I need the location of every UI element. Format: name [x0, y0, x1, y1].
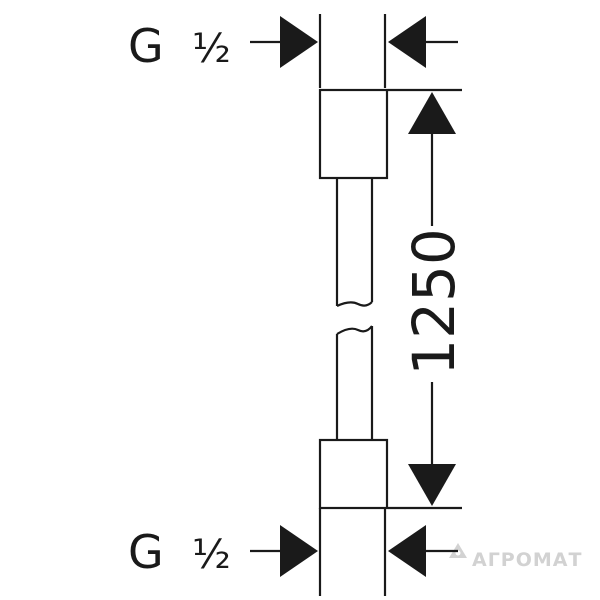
watermark-text: АГРОМАТ	[472, 549, 582, 571]
watermark: АГРОМАТ	[449, 543, 582, 571]
top-width-dimension	[250, 16, 458, 68]
top-fitting	[318, 14, 389, 180]
top-thread-letter: G	[128, 19, 164, 73]
length-value: 1250	[400, 228, 468, 376]
bottom-fitting	[318, 438, 389, 596]
top-right-arrow	[388, 16, 426, 68]
length-arrow-down	[408, 464, 456, 506]
length-arrow-up	[408, 92, 456, 134]
bottom-thread-letter: G	[128, 525, 164, 579]
top-thread-callout: G ½	[128, 19, 231, 73]
bottom-thread-callout: G ½	[128, 525, 231, 579]
top-thread-size: ½	[192, 26, 231, 72]
bottom-width-dimension	[250, 525, 458, 577]
hose-tube	[335, 178, 374, 440]
break-line-upper	[336, 301, 373, 308]
bottom-left-arrow	[280, 525, 318, 577]
top-left-arrow	[280, 16, 318, 68]
break-line-lower	[336, 325, 373, 335]
length-dimension: 1250	[388, 88, 468, 510]
bottom-right-arrow	[388, 525, 426, 577]
bottom-thread-size: ½	[192, 532, 231, 578]
